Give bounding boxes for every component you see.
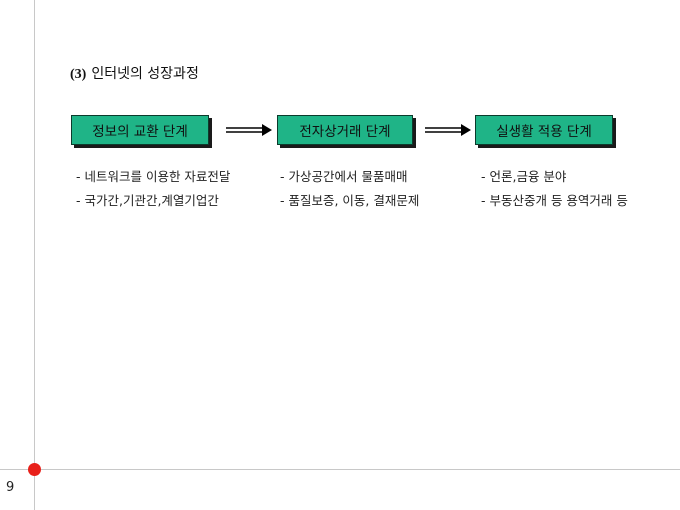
red-dot-marker: [28, 463, 41, 476]
step-label: 전자상거래 단계: [299, 124, 391, 140]
horizontal-divider: [0, 469, 680, 470]
step-label: 실생활 적용 단계: [496, 124, 592, 140]
step-box-real-life: 실생활 적용 단계: [475, 115, 613, 145]
list-item: - 부동산중개 등 용역거래 등: [481, 193, 628, 208]
list-item: - 가상공간에서 물품매매: [280, 169, 408, 184]
page-number: 9: [6, 480, 15, 495]
step-3-details: - 언론,금융 분야 - 부동산중개 등 용역거래 등: [481, 168, 628, 216]
right-long-arrow-icon: [425, 124, 471, 136]
vertical-divider: [34, 0, 35, 510]
section-title-text: 인터넷의 성장과정: [91, 66, 199, 82]
step-2-details: - 가상공간에서 물품매매 - 품질보증, 이동, 결재문제: [280, 168, 419, 216]
list-item: - 국가간,기관간,계열기업간: [76, 193, 219, 208]
list-item: - 네트워크를 이용한 자료전달: [76, 169, 231, 184]
section-title: (3) 인터넷의 성장과정: [70, 63, 199, 83]
right-long-arrow-icon: [226, 124, 272, 136]
step-label: 정보의 교환 단계: [92, 124, 188, 140]
step-1-details: - 네트워크를 이용한 자료전달 - 국가간,기관간,계열기업간: [76, 168, 230, 216]
section-number: (3): [70, 67, 87, 82]
list-item: - 언론,금융 분야: [481, 169, 567, 184]
step-box-e-commerce: 전자상거래 단계: [277, 115, 413, 145]
list-item: - 품질보증, 이동, 결재문제: [280, 193, 420, 208]
step-box-info-exchange: 정보의 교환 단계: [71, 115, 209, 145]
